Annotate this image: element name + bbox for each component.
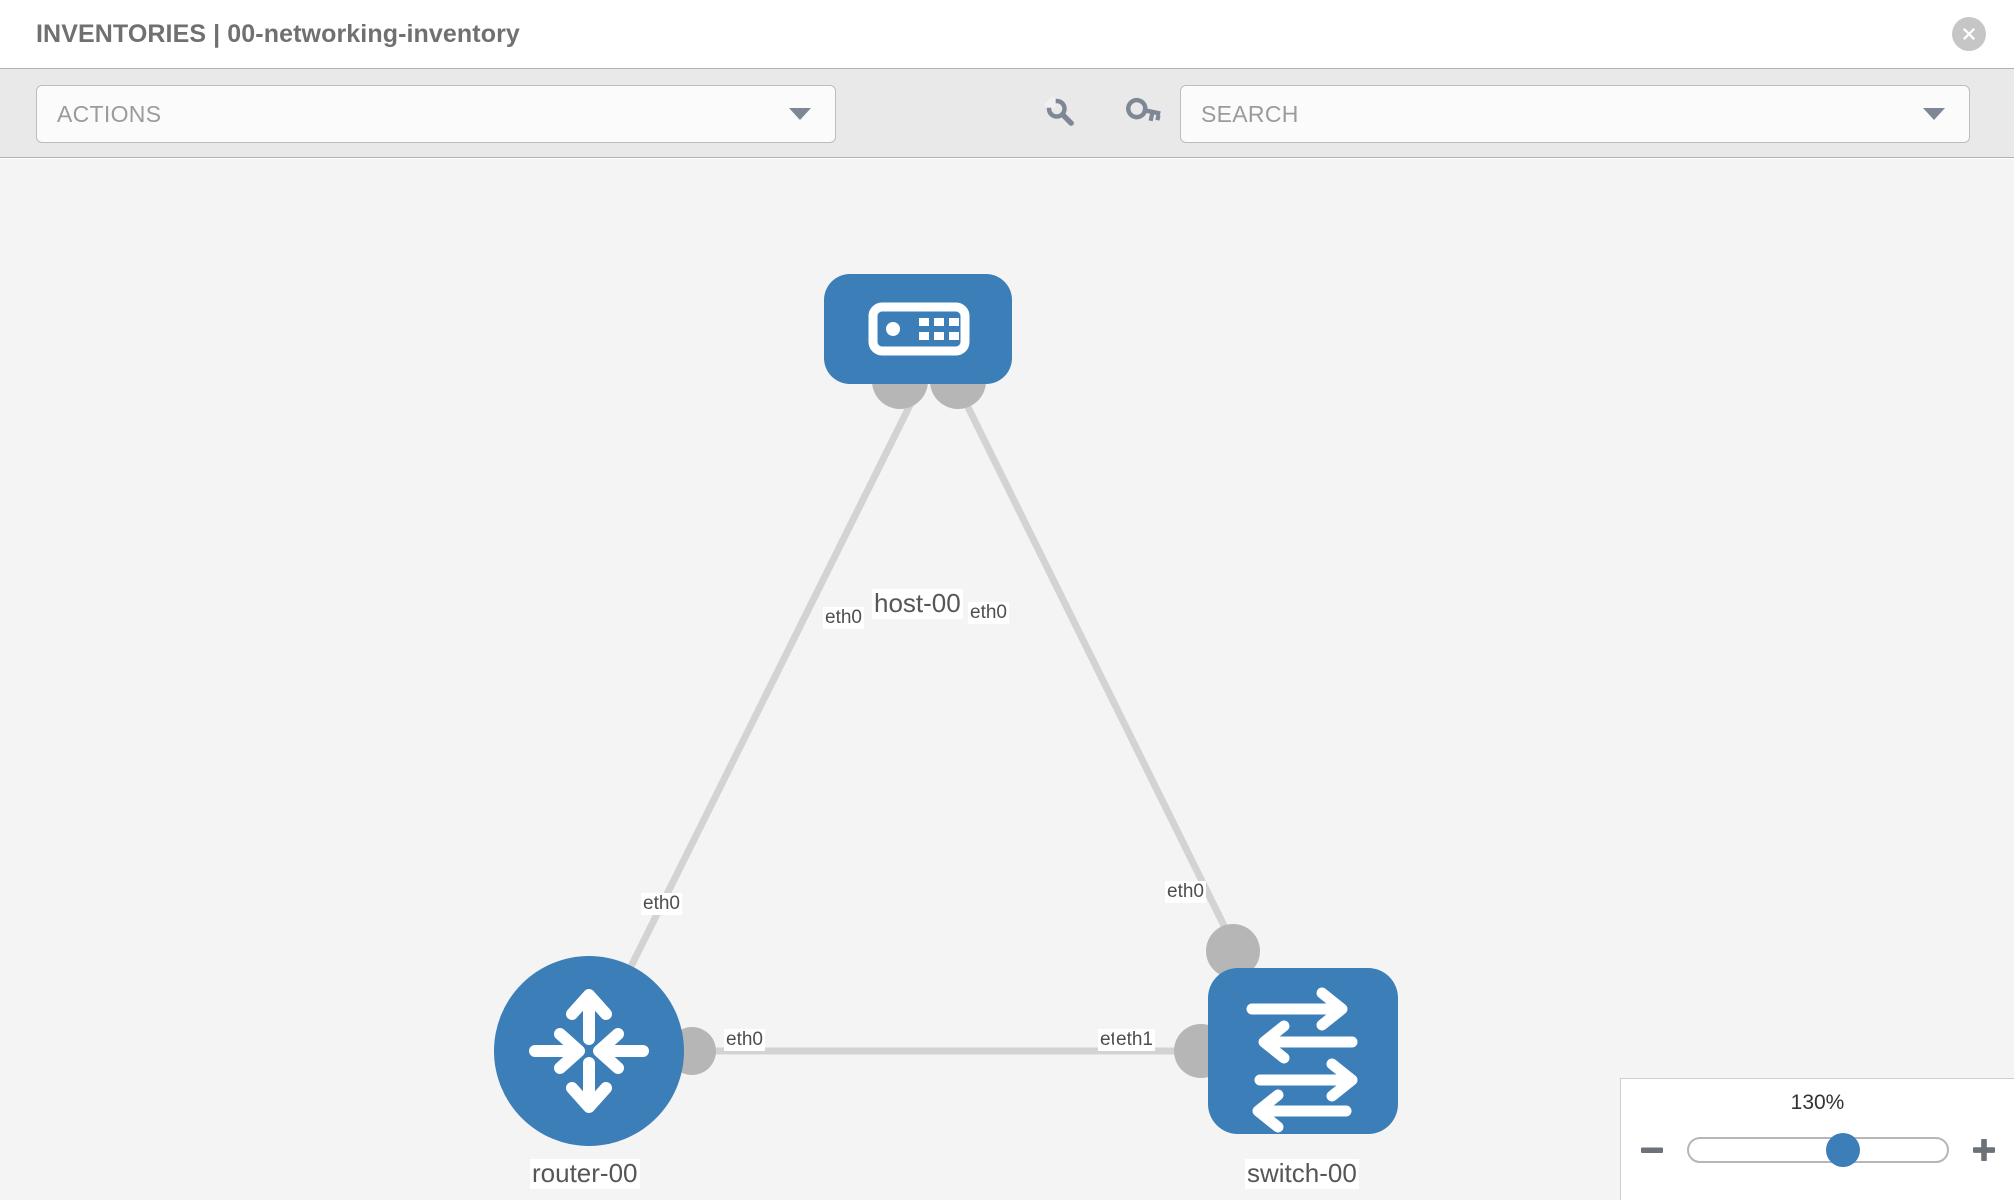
wrench-icon[interactable] [1040, 92, 1082, 134]
node-router-00[interactable] [494, 956, 684, 1146]
server-icon [868, 302, 970, 356]
zoom-level-value: 130% [1790, 1091, 1845, 1114]
endpoint-switch00-eth0[interactable] [1206, 924, 1260, 978]
topology-canvas[interactable]: host-00 router-00 switch-00 eth0 eth0 et… [0, 159, 2014, 1200]
close-icon-glyph [1963, 28, 1975, 40]
iface-label-host00-eth0-right: eth0 [968, 602, 1009, 624]
search-input-value: SEARCH [1201, 100, 1299, 127]
router-icon [529, 989, 649, 1113]
iface-label-router00-eth0-uplink: eth0 [641, 893, 682, 915]
search-input[interactable]: SEARCH [1180, 85, 1970, 143]
node-host-00[interactable] [824, 274, 1012, 384]
iface-label-switch00-eth0-uplink: eth0 [1165, 881, 1206, 903]
toolbar-icon-group [1040, 92, 1164, 134]
wrench-icon-glyph [1043, 95, 1074, 126]
minus-icon[interactable] [1635, 1133, 1669, 1167]
zoom-slider-track[interactable] [1686, 1133, 1949, 1167]
plus-icon-glyph [1972, 1139, 1995, 1161]
node-label-router-00: router-00 [530, 1158, 640, 1189]
link-host00-router00[interactable] [585, 389, 921, 1053]
page-header: INVENTORIES | 00-networking-inventory [0, 0, 2014, 68]
zoom-control-row [1621, 1127, 2014, 1173]
iface-label-host00-eth0-left: eth0 [823, 607, 864, 629]
close-circle-icon[interactable] [1952, 17, 1986, 51]
topology-links [585, 389, 1303, 1055]
iface-label-switch00-eth1: eth1 [1114, 1029, 1155, 1051]
zoom-control-panel: 130% [1620, 1078, 2014, 1200]
node-switch-00[interactable] [1208, 968, 1398, 1134]
switch-icon [1246, 987, 1358, 1133]
node-label-switch-00: switch-00 [1245, 1158, 1359, 1189]
iface-label-router00-eth0: eth0 [724, 1029, 765, 1051]
topology-graph [494, 274, 1398, 1146]
actions-dropdown-label: ACTIONS [57, 100, 162, 127]
actions-dropdown[interactable]: ACTIONS [36, 85, 836, 143]
plus-icon[interactable] [1967, 1133, 2001, 1167]
toolbar: ACTIONS [0, 68, 2014, 158]
minus-icon-glyph [1640, 1147, 1663, 1153]
zoom-slider-thumb[interactable] [1826, 1133, 1861, 1167]
node-label-host-00: host-00 [872, 588, 963, 619]
chevron-down-icon [789, 108, 811, 120]
chevron-down-icon [1923, 108, 1945, 120]
key-icon[interactable] [1122, 92, 1164, 134]
page-title: INVENTORIES | 00-networking-inventory [36, 19, 520, 48]
key-icon-glyph [1126, 97, 1161, 122]
